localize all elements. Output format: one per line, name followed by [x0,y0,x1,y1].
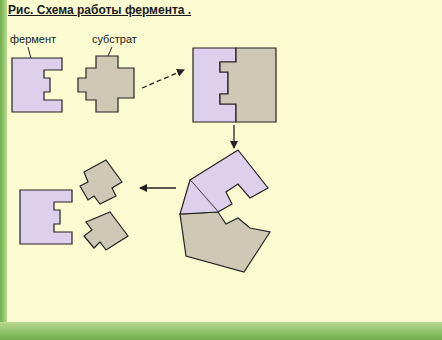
arrow [142,70,184,88]
enzyme-shape [180,180,218,214]
enzyme-shape [20,190,72,244]
slide-ground [7,0,442,322]
substrate-shape [78,56,134,112]
part-label: фермент [10,33,56,45]
part-label: субстрат [92,33,137,45]
substrate-shape [180,212,270,272]
slide-border [0,0,7,340]
slide-border [0,322,442,340]
arrow [233,125,234,148]
leader-line [108,47,112,56]
product-shape [80,160,122,204]
substrate-shape [220,48,276,122]
arrow [140,187,176,188]
product-shape [84,212,128,250]
enzyme-shape [12,58,62,112]
figure-title: Рис. Схема работы фермента . [8,4,191,17]
